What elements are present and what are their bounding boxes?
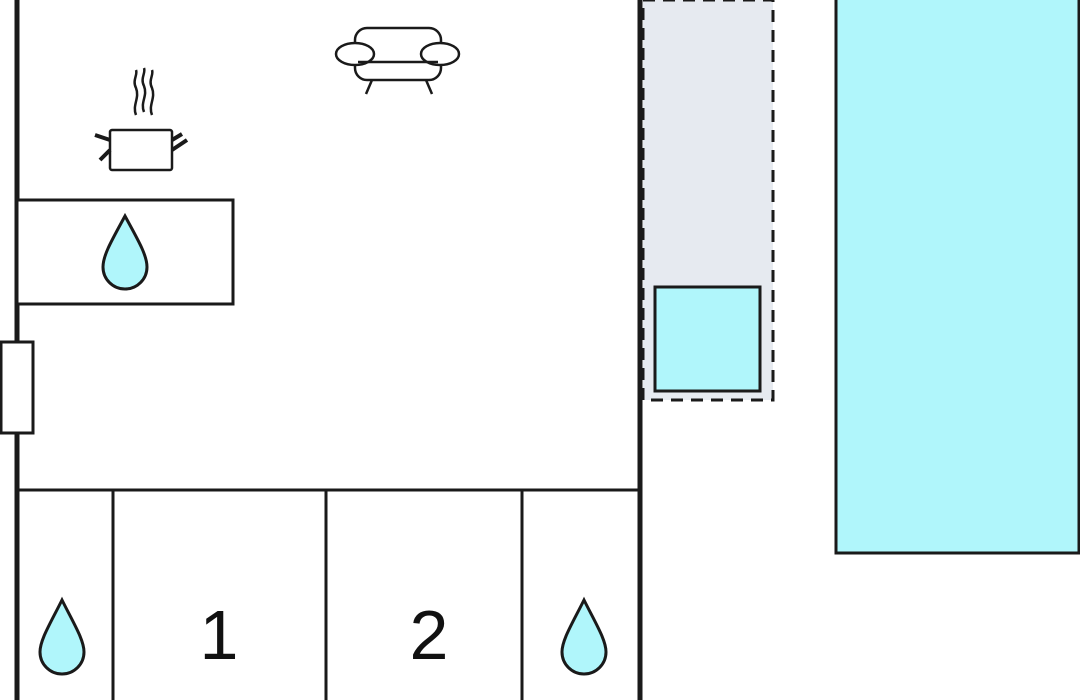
hot-tub	[653, 285, 762, 393]
room-label-bedroom-2: 2	[409, 596, 449, 674]
water-drop-icon	[101, 212, 149, 291]
entrance-door	[0, 340, 35, 435]
room-label-bedroom-1: 1	[199, 596, 239, 674]
swimming-pool	[834, 0, 1080, 555]
cooking-pot-icon	[94, 67, 189, 172]
water-drop-icon	[38, 596, 86, 676]
sofa-icon	[334, 26, 461, 95]
water-drop-icon	[560, 596, 608, 676]
